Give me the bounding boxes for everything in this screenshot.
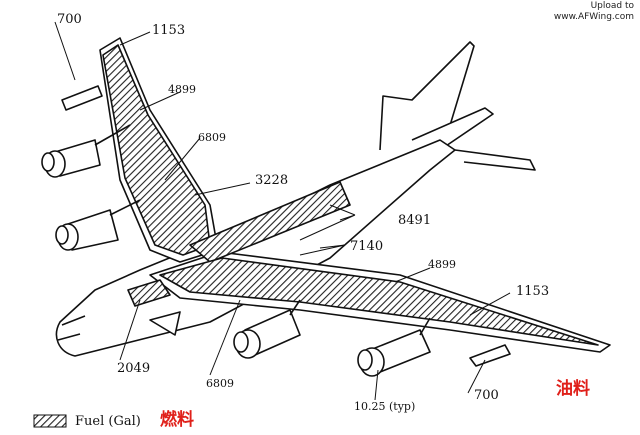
label-6809-left: 6809 xyxy=(198,131,226,144)
engine-pod-left-outer xyxy=(41,124,131,178)
label-4899-left: 4899 xyxy=(168,83,196,96)
external-tank-right xyxy=(469,344,511,367)
legend-text: Fuel (Gal) xyxy=(75,414,141,429)
watermark-line1: Upload to xyxy=(590,1,634,11)
label-1153-right: 1153 xyxy=(516,284,550,299)
forward-tank xyxy=(127,279,171,307)
label-8491: 8491 xyxy=(398,213,432,228)
label-7140: 7140 xyxy=(350,239,384,254)
h-stabilizer-right xyxy=(454,149,536,171)
label-1153-top: 1153 xyxy=(152,23,186,38)
label-10-25-typ: 10.25 (typ) xyxy=(354,400,416,413)
watermark-line2: www.AFWing.com xyxy=(553,12,634,22)
fuselage-tank xyxy=(189,181,351,263)
external-tank-left xyxy=(61,85,103,111)
engine-pod-right-inner xyxy=(233,299,301,359)
label-4899-right: 4899 xyxy=(428,258,456,271)
legend-cn-fuel: 燃料 xyxy=(160,410,194,430)
label-2049: 2049 xyxy=(117,361,151,376)
label-700-top: 700 xyxy=(57,12,82,27)
label-6809-bottom: 6809 xyxy=(206,377,234,390)
engine-pod-right-outer xyxy=(357,317,431,377)
right-wing-tank xyxy=(159,257,599,346)
h-stabilizer-left xyxy=(411,107,494,151)
engine-pod-left-inner xyxy=(55,199,141,251)
label-700-bottom: 700 xyxy=(474,388,499,403)
legend-swatch xyxy=(33,414,67,428)
watermark: Upload to www.AFWing.com xyxy=(554,1,634,23)
label-3228: 3228 xyxy=(255,173,289,188)
cn-oil-label: 油料 xyxy=(556,379,590,399)
